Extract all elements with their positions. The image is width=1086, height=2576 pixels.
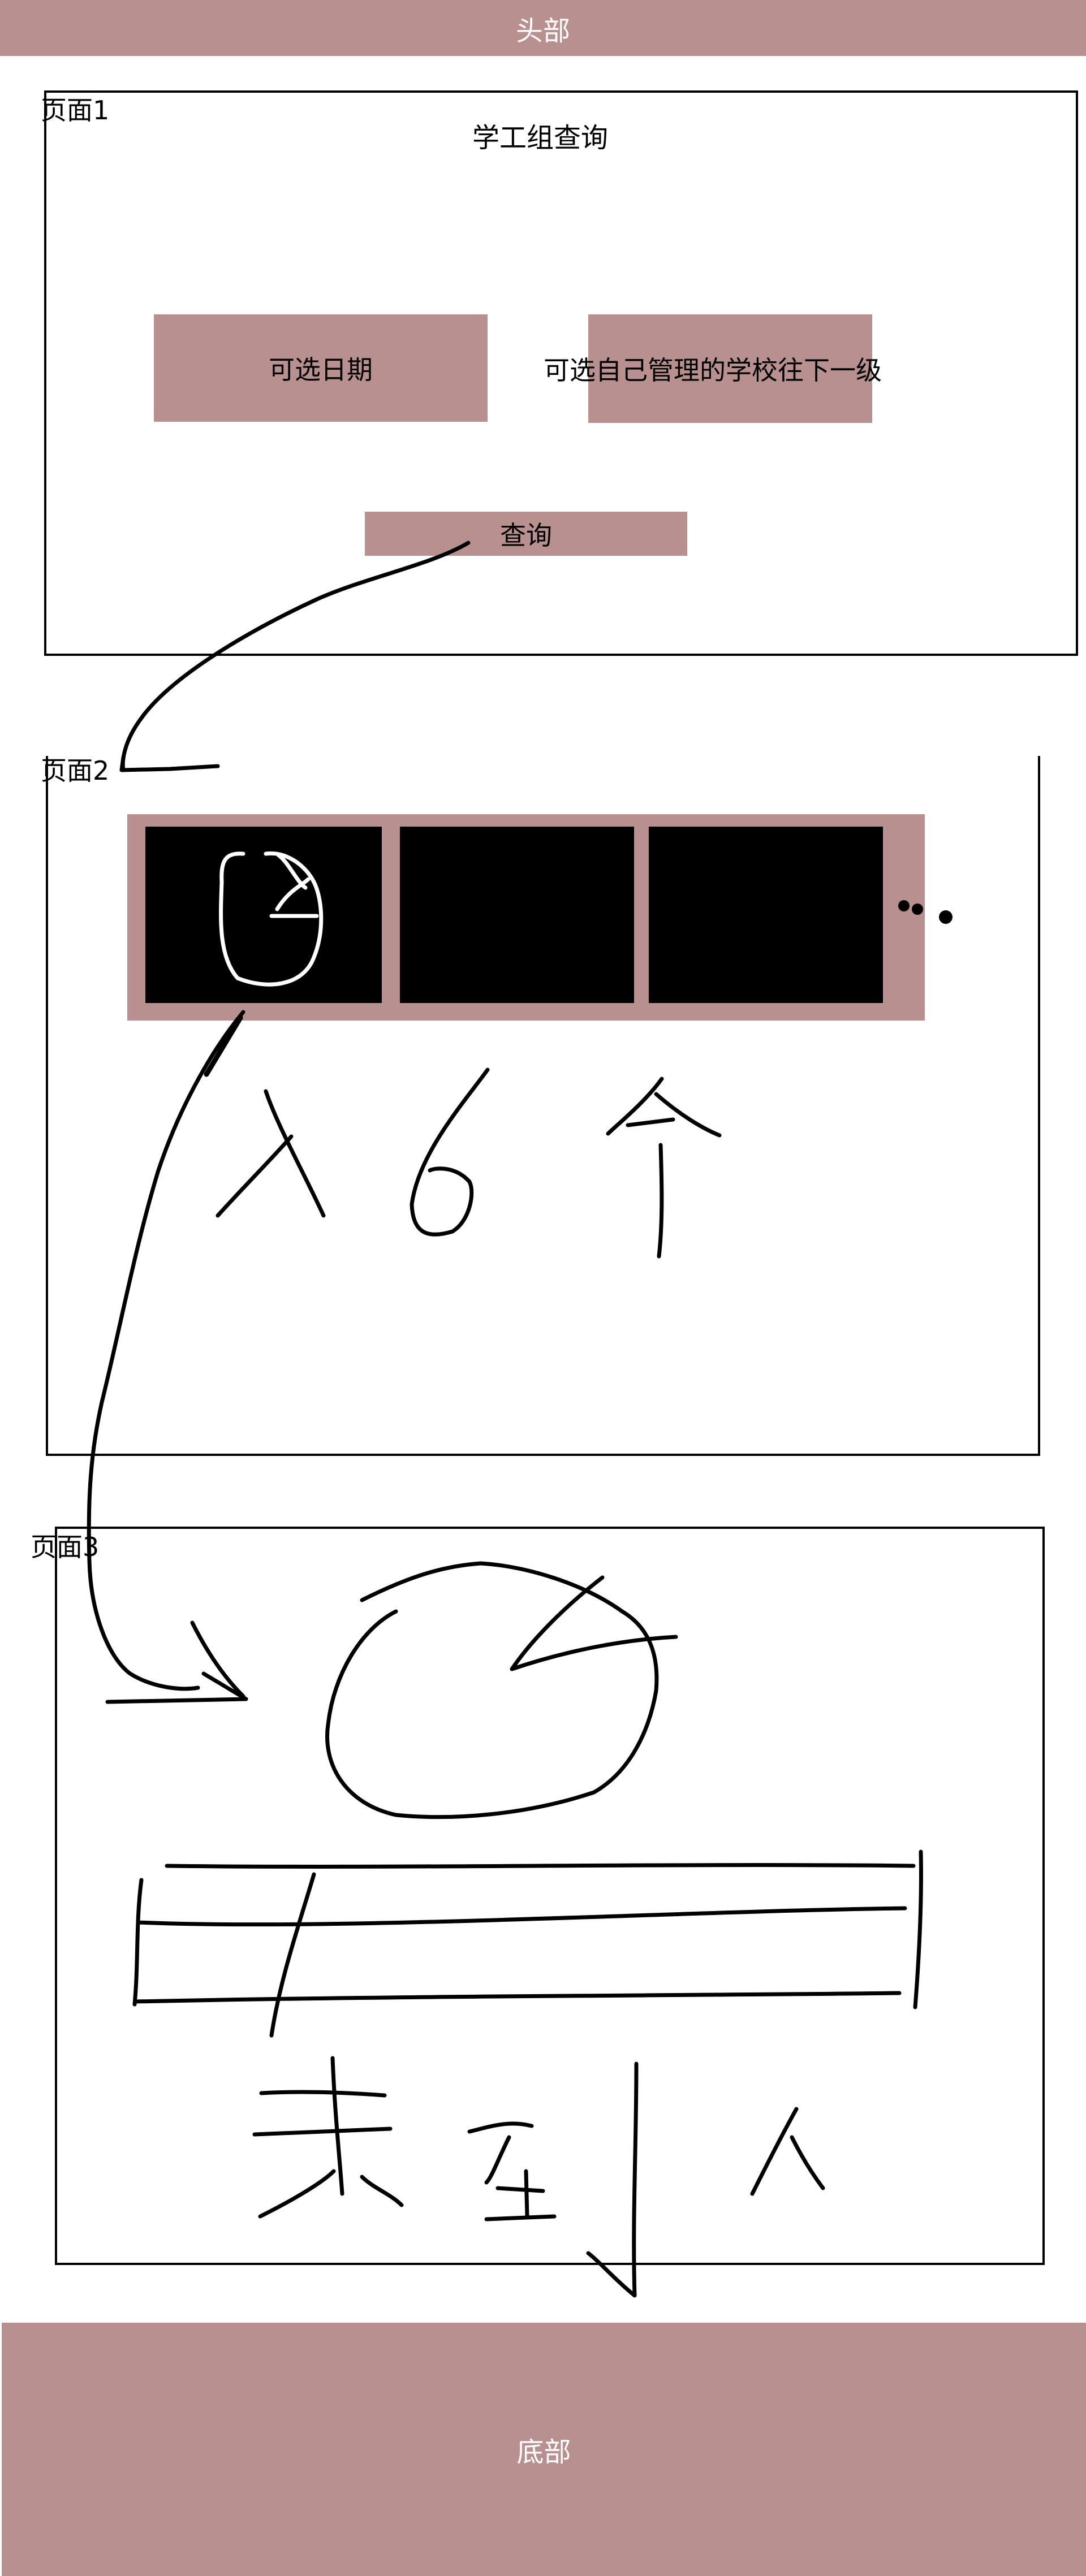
date-picker[interactable]: 可选日期 — [154, 314, 488, 422]
page-1-frame — [44, 90, 1078, 656]
query-button-label: 查询 — [500, 520, 552, 551]
page-footer: 底部 — [2, 2323, 1086, 2576]
page-1-title: 学工组查询 — [472, 122, 609, 154]
page-1-label: 页面1 — [41, 95, 110, 126]
school-card[interactable] — [400, 827, 634, 1003]
page-2-frame — [46, 756, 1040, 1456]
footer-title: 底部 — [516, 2436, 571, 2468]
date-picker-label: 可选日期 — [269, 355, 373, 385]
school-selector[interactable] — [588, 314, 872, 423]
page-header: 头部 — [0, 0, 1086, 56]
page-3-label: 页面3 — [31, 1532, 100, 1562]
school-card[interactable] — [145, 827, 382, 1003]
page-3-frame — [55, 1527, 1045, 2265]
school-selector-note: 可选自己管理的学校往下一级 — [544, 355, 882, 386]
school-card[interactable] — [649, 827, 883, 1003]
query-button[interactable]: 查询 — [365, 512, 687, 556]
header-title: 头部 — [515, 15, 570, 47]
page-2-label: 页面2 — [41, 755, 110, 786]
